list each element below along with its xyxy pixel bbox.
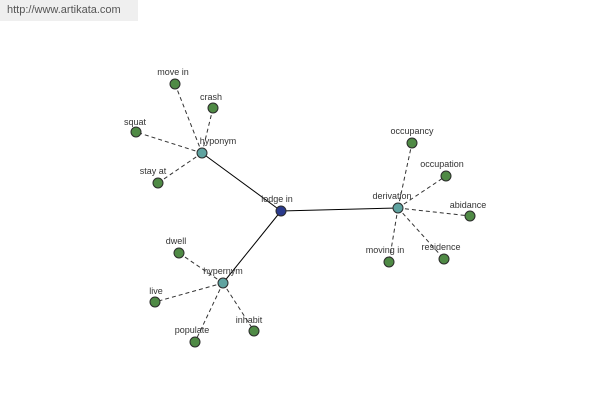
graph-labels: move in crash squat stay at hyponym occupancy… bbox=[124, 67, 486, 335]
edge-hyponym-crash bbox=[201, 107, 214, 154]
term-node-populate[interactable] bbox=[189, 336, 201, 348]
term-label-abidance: abidance bbox=[450, 200, 487, 210]
edge-derivation-moving-in bbox=[388, 207, 399, 263]
term-label-stay-at: stay at bbox=[140, 166, 167, 176]
edge-derivation-residence bbox=[397, 207, 445, 260]
edge-hypernym-live bbox=[154, 282, 224, 303]
term-label-occupation: occupation bbox=[420, 159, 464, 169]
term-node-occupancy[interactable] bbox=[406, 137, 418, 149]
term-label-live: live bbox=[149, 286, 163, 296]
edge-hyponym-squat bbox=[135, 131, 203, 154]
term-label-residence: residence bbox=[421, 242, 460, 252]
edge-center-derivation bbox=[280, 207, 399, 212]
term-node-move-in[interactable] bbox=[169, 78, 181, 90]
term-label-occupancy: occupancy bbox=[390, 126, 434, 136]
graph-nodes bbox=[130, 78, 476, 348]
edge-hypernym-dwell bbox=[178, 252, 224, 284]
term-node-residence[interactable] bbox=[438, 253, 450, 265]
term-node-occupation[interactable] bbox=[440, 170, 452, 182]
center-label: lodge in bbox=[261, 194, 293, 204]
term-label-crash: crash bbox=[200, 92, 222, 102]
relation-node-hyponym[interactable] bbox=[196, 147, 208, 159]
edge-hyponym-move-in bbox=[174, 83, 203, 154]
term-label-moving-in: moving in bbox=[366, 245, 405, 255]
site-banner: http://www.artikata.com bbox=[0, 0, 138, 21]
term-node-inhabit[interactable] bbox=[248, 325, 260, 337]
relation-label-hyponym: hyponym bbox=[200, 136, 237, 146]
site-url-link[interactable]: http://www.artikata.com bbox=[7, 4, 121, 16]
term-label-populate: populate bbox=[175, 325, 210, 335]
center-node[interactable] bbox=[275, 205, 287, 217]
term-node-stay-at[interactable] bbox=[152, 177, 164, 189]
relation-node-derivation[interactable] bbox=[392, 202, 404, 214]
term-node-live[interactable] bbox=[149, 296, 161, 308]
edge-hypernym-populate bbox=[194, 282, 224, 343]
edge-hypernym-inhabit bbox=[222, 282, 255, 332]
term-node-abidance[interactable] bbox=[464, 210, 476, 222]
term-label-inhabit: inhabit bbox=[236, 315, 263, 325]
edge-center-hyponym bbox=[201, 152, 282, 212]
relation-label-hypernym: hypernym bbox=[203, 266, 243, 276]
term-node-dwell[interactable] bbox=[173, 247, 185, 259]
graph-edges bbox=[135, 83, 471, 343]
term-node-crash[interactable] bbox=[207, 102, 219, 114]
edge-derivation-occupation bbox=[397, 175, 447, 209]
relation-node-hypernym[interactable] bbox=[217, 277, 229, 289]
edge-derivation-abidance bbox=[397, 207, 471, 217]
edge-hyponym-stay-at bbox=[157, 152, 203, 184]
relation-label-derivation: derivation bbox=[372, 191, 411, 201]
term-label-move-in: move in bbox=[157, 67, 189, 77]
term-node-squat[interactable] bbox=[130, 126, 142, 138]
term-label-squat: squat bbox=[124, 117, 147, 127]
edge-center-hypernym bbox=[222, 210, 282, 284]
term-label-dwell: dwell bbox=[166, 236, 187, 246]
term-node-moving-in[interactable] bbox=[383, 256, 395, 268]
